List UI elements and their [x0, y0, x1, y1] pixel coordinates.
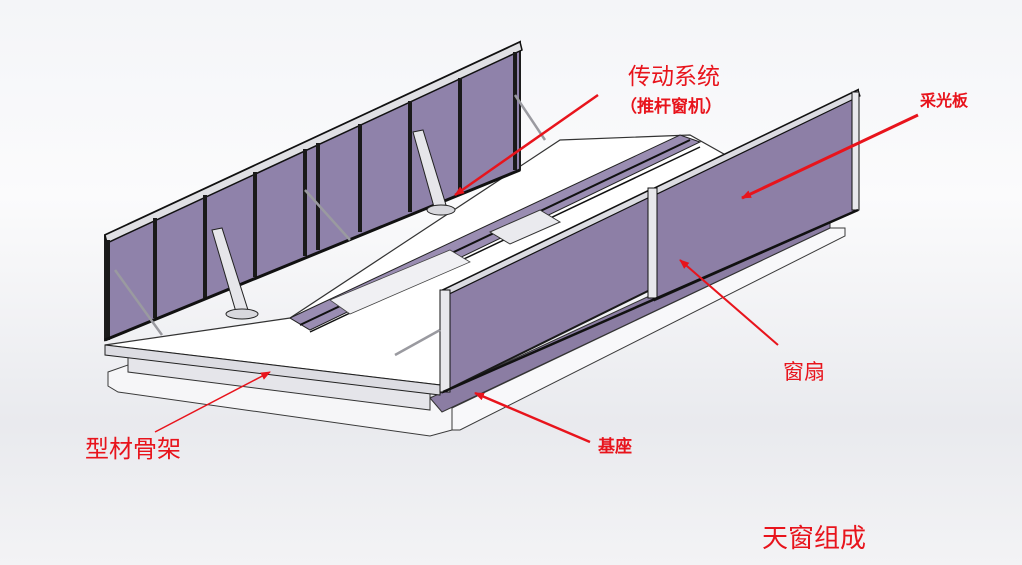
- base-label: 基座: [598, 437, 632, 457]
- leader-arrows: [154, 93, 919, 444]
- left-open-sash: [104, 40, 547, 342]
- window-sash-label: 窗扇: [783, 360, 825, 384]
- right-sashes: [394, 88, 861, 394]
- drive-system-sub-label: （推杆窗机）: [620, 97, 722, 117]
- lighting-panel-label: 采光板: [920, 91, 969, 110]
- drive-actuators: [211, 129, 456, 320]
- profile-frame-label: 型材骨架: [85, 435, 181, 463]
- diagram-title: 天窗组成: [762, 524, 867, 554]
- drive-system-label: 传动系统: [628, 64, 720, 90]
